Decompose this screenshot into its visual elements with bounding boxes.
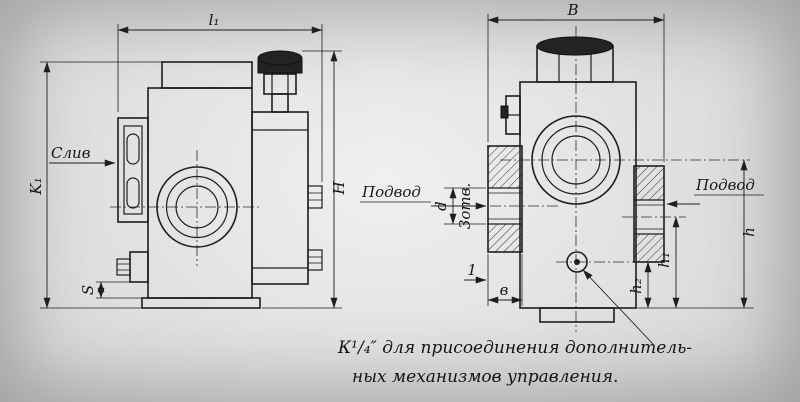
left-view: l₁ K₁ Н S Слив xyxy=(27,11,348,309)
dim-l1: l₁ xyxy=(117,11,323,182)
dim-s-label: S xyxy=(79,285,97,295)
right-view-top-bolt xyxy=(536,36,614,83)
left-view-port-circles xyxy=(156,166,238,248)
right-view: В Подвод d 3отв. 1 в xyxy=(360,1,764,332)
supply-callout-left: Подвод xyxy=(360,183,487,210)
supply-right-label: Подвод xyxy=(695,176,755,194)
dim-h-total: Н xyxy=(262,50,348,309)
left-view-lower-fitting xyxy=(116,251,149,283)
left-view-flange xyxy=(117,117,149,223)
right-view-left-boss xyxy=(500,95,521,135)
note-callout: К¹/₄″ для присоединения дополнитель- ных… xyxy=(337,269,692,387)
right-view-body xyxy=(519,81,637,323)
right-view-port-circles xyxy=(531,115,621,205)
dim-k1-label: K₁ xyxy=(27,177,45,195)
dim-one-label: 1 xyxy=(467,261,477,279)
supply-callout-right: Подвод xyxy=(666,176,764,208)
note-line2: ных механизмов управления. xyxy=(352,367,618,387)
drain-label: Слив xyxy=(51,144,91,162)
dim-v-label: в xyxy=(500,281,509,299)
dim-b-label: В xyxy=(566,1,578,19)
dim-h: h xyxy=(740,159,758,309)
dim-h-label: h xyxy=(740,227,758,237)
dim-holes-label: 3отв. xyxy=(456,183,474,229)
dim-h1: h₁ xyxy=(655,216,680,309)
dim-h1-label: h₁ xyxy=(655,252,673,268)
dim-h2: h₂ xyxy=(627,261,652,309)
dim-d-label: d xyxy=(432,201,450,211)
right-view-left-flange xyxy=(487,145,523,253)
control-port-circle xyxy=(566,251,588,273)
dim-b: В xyxy=(487,1,665,162)
dim-h2-label: h₂ xyxy=(627,278,645,294)
supply-left-label: Подвод xyxy=(361,183,421,201)
left-view-adjusting-knob xyxy=(257,50,303,113)
dim-l1-label: l₁ xyxy=(209,11,220,29)
left-view-bonnet xyxy=(251,111,323,285)
drain-callout: Слив xyxy=(49,144,116,167)
right-view-right-flange xyxy=(633,165,665,263)
note-line1: К¹/₄″ для присоединения дополнитель- xyxy=(337,338,692,358)
dim-h-total-label: Н xyxy=(330,181,348,196)
dim-k1: K₁ xyxy=(27,61,162,309)
dim-one: 1 xyxy=(464,254,489,306)
left-view-body xyxy=(141,61,261,309)
dim-d-holes: d 3отв. xyxy=(432,183,486,229)
dim-v: в xyxy=(487,254,523,306)
dim-s: S xyxy=(79,281,142,299)
